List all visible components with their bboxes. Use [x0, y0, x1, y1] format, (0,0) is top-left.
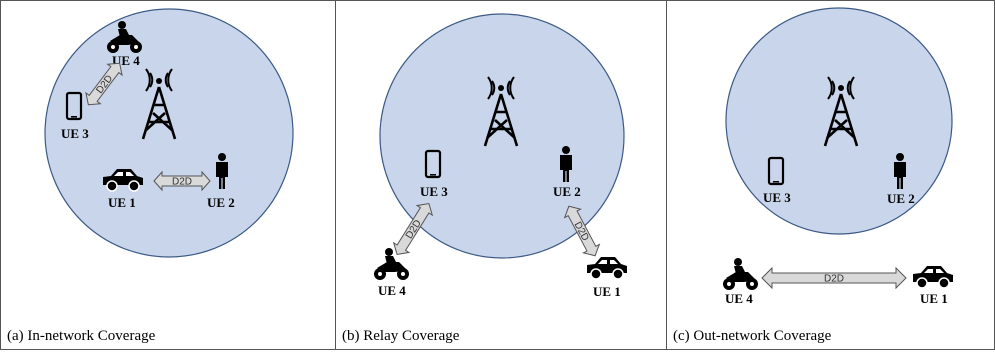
cell-tower-icon [141, 68, 177, 140]
coverage-cell [379, 13, 625, 259]
phone-icon [424, 149, 442, 179]
d2d-link: D2D [153, 170, 211, 192]
car-icon [103, 169, 143, 192]
panel-out-network: UE 3 UE 2 UE 4 D2D [666, 0, 995, 350]
ue2-label: UE 2 [553, 184, 581, 199]
d2d-link: D2D [761, 266, 907, 290]
person-icon [216, 153, 228, 189]
panel-caption: (c) Out-network Coverage [673, 328, 832, 344]
panel-caption: (a) In-network Coverage [7, 328, 156, 344]
cell-tower-icon [823, 76, 859, 147]
person-icon [560, 146, 572, 182]
d2d-label: D2D [824, 274, 844, 285]
diagram-relay: UE 3 UE 2 D2D D2D [374, 13, 627, 299]
ue3-label: UE 3 [61, 126, 89, 141]
ue2-label: UE 2 [207, 195, 235, 210]
panel-relay: UE 3 UE 2 D2D D2D [335, 0, 667, 350]
phone-icon [767, 156, 785, 186]
car-icon [587, 257, 627, 280]
ue1-label: UE 1 [920, 291, 948, 306]
panel-caption: (b) Relay Coverage [342, 328, 460, 344]
ue1-label: UE 1 [593, 284, 621, 299]
phone-icon [65, 91, 83, 121]
ue2-label: UE 2 [887, 191, 915, 206]
ue3-label: UE 3 [420, 184, 448, 199]
ue4-label: UE 4 [378, 283, 406, 298]
motorbike-icon [374, 248, 409, 280]
cell-tower-icon [483, 76, 519, 147]
ue1-label: UE 1 [108, 195, 136, 210]
diagram-in-network: UE 4 UE 3 D2D UE 1 [44, 8, 294, 258]
ue4-label: UE 4 [725, 291, 753, 306]
person-icon [894, 153, 906, 189]
coverage-cell [725, 7, 953, 235]
diagram-out-network: UE 3 UE 2 UE 4 D2D [723, 7, 953, 306]
car-icon [913, 266, 953, 289]
motorbike-icon [723, 258, 758, 290]
panel-in-network: UE 4 UE 3 D2D UE 1 [0, 0, 336, 350]
d2d-label: D2D [172, 177, 192, 188]
ue3-label: UE 3 [763, 190, 791, 205]
motorbike-icon [107, 21, 142, 53]
